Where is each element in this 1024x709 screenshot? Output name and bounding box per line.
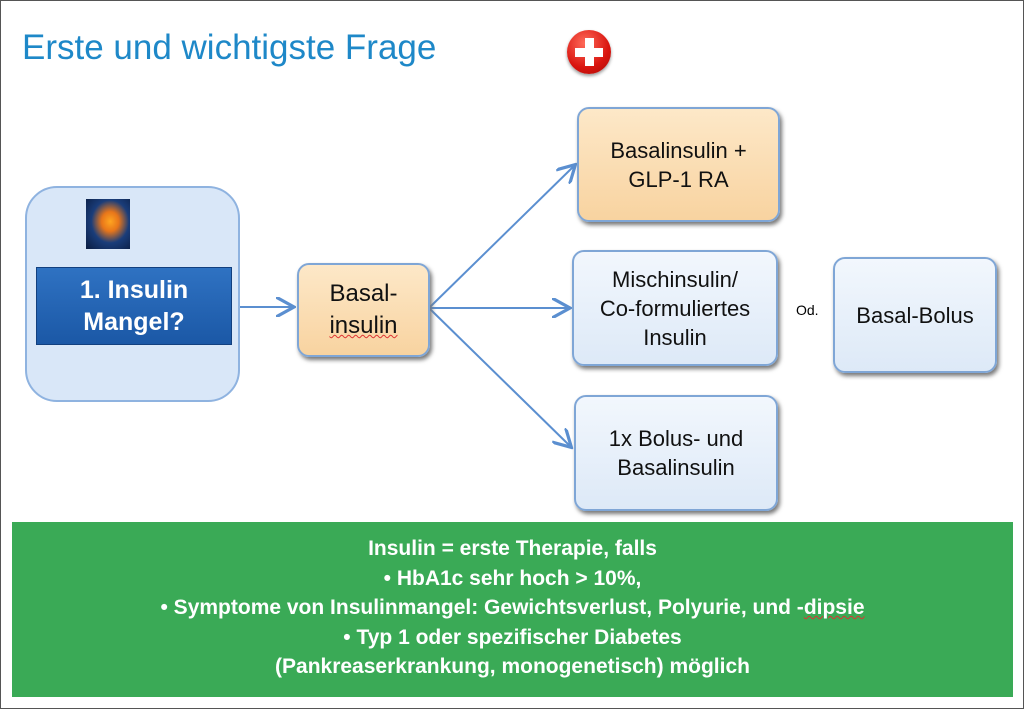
label: Basal- <box>329 280 398 307</box>
pancreas-image <box>86 199 130 249</box>
swiss-cross-icon <box>567 30 611 74</box>
note-line: Insulin = erste Therapie, falls <box>368 537 657 560</box>
label: Co-formuliertes <box>599 295 751 321</box>
basal-bolus-box: Basal-Bolus <box>833 257 997 373</box>
note-line: • Typ 1 oder spezifischer Diabetes <box>343 625 682 649</box>
note-line: (Pankreaserkrankung, monogenetisch) mögl… <box>275 655 750 678</box>
note-line: • Symptome von Insulinmangel: Gewichtsve… <box>160 596 804 619</box>
basal-glp1-box: Basalinsulin + GLP-1 RA <box>577 107 780 222</box>
label: Mischinsulin/ <box>612 266 738 292</box>
label: Basalinsulin + <box>610 137 747 163</box>
arrow-to-glp1 <box>429 166 574 308</box>
note-line: • HbA1c sehr hoch > 10%, <box>383 566 642 590</box>
basal-insulin-box: Basal-insulin <box>297 263 430 357</box>
arrow-to-bolus <box>429 308 570 446</box>
label: Basalinsulin <box>617 455 735 480</box>
label: Insulin <box>643 324 707 350</box>
label: GLP-1 RA <box>628 166 729 192</box>
therapy-note: Insulin = erste Therapie, falls • HbA1c … <box>12 522 1013 697</box>
label: Mangel? <box>83 308 185 336</box>
page-title: Erste und wichtigste Frage <box>22 28 437 67</box>
label: insulin <box>329 312 398 339</box>
label: 1x Bolus- und <box>608 426 744 451</box>
label: 1. Insulin <box>79 276 189 304</box>
note-word: dipsie <box>803 596 865 619</box>
or-label: Od. <box>796 302 819 318</box>
label: Basal-Bolus <box>856 302 974 328</box>
